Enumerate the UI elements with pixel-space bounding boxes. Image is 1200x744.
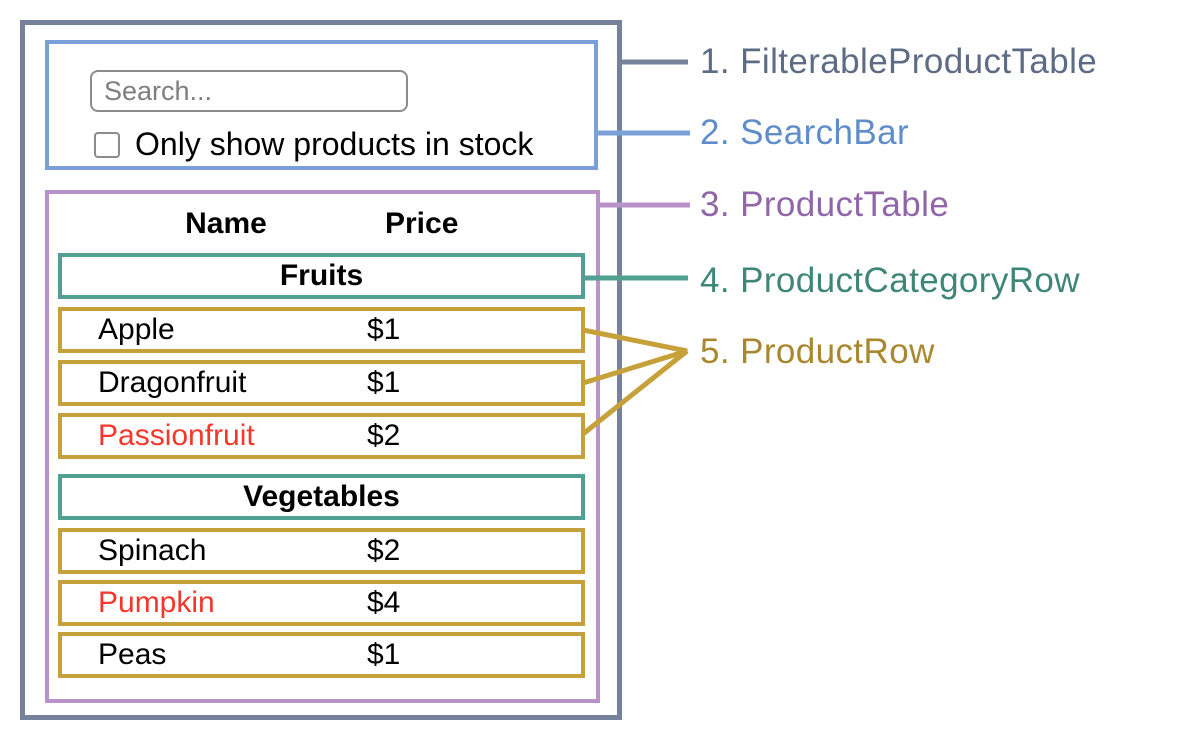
legend-item-filterable-product-table: 1. FilterableProductTable xyxy=(700,42,1098,81)
legend-item-product-category-row: 4. ProductCategoryRow xyxy=(700,261,1080,300)
filterable-product-table-box: Only show products in stock Name Price F… xyxy=(20,20,622,720)
product-row-peas: Peas $1 xyxy=(58,632,585,678)
category-row-vegetables: Vegetables xyxy=(58,474,585,520)
category-label: Fruits xyxy=(279,259,364,292)
in-stock-filter-row[interactable]: Only show products in stock xyxy=(94,126,533,163)
in-stock-checkbox-label: Only show products in stock xyxy=(135,126,534,162)
product-price: $2 xyxy=(367,419,401,452)
product-price: $4 xyxy=(367,586,401,619)
product-name: Passionfruit xyxy=(98,419,255,452)
price-column-header: Price xyxy=(385,207,459,240)
legend-item-product-table: 3. ProductTable xyxy=(700,185,950,224)
search-input[interactable] xyxy=(90,70,408,112)
legend-item-product-row: 5. ProductRow xyxy=(700,332,935,371)
product-name: Dragonfruit xyxy=(98,366,247,399)
product-row-dragonfruit: Dragonfruit $1 xyxy=(58,360,585,406)
product-name: Spinach xyxy=(98,534,207,567)
product-row-pumpkin: Pumpkin $4 xyxy=(58,580,585,626)
product-row-spinach: Spinach $2 xyxy=(58,528,585,574)
product-price: $2 xyxy=(367,534,401,567)
product-table-box: Name Price Fruits Apple $1 Dragonfruit $… xyxy=(45,190,600,703)
product-price: $1 xyxy=(367,313,401,346)
search-bar-box: Only show products in stock xyxy=(45,40,598,170)
product-name: Apple xyxy=(98,313,175,346)
product-name: Pumpkin xyxy=(98,586,215,619)
legend-item-search-bar: 2. SearchBar xyxy=(700,113,910,152)
product-row-apple: Apple $1 xyxy=(58,307,585,353)
product-price: $1 xyxy=(367,366,401,399)
in-stock-checkbox[interactable] xyxy=(94,131,120,158)
product-name: Peas xyxy=(98,638,167,671)
name-column-header: Name xyxy=(185,207,267,240)
category-label: Vegetables xyxy=(243,480,400,513)
product-row-passionfruit: Passionfruit $2 xyxy=(58,413,585,459)
table-header-row: Name Price xyxy=(58,206,585,242)
category-row-fruits: Fruits xyxy=(58,253,585,299)
product-price: $1 xyxy=(367,638,401,671)
